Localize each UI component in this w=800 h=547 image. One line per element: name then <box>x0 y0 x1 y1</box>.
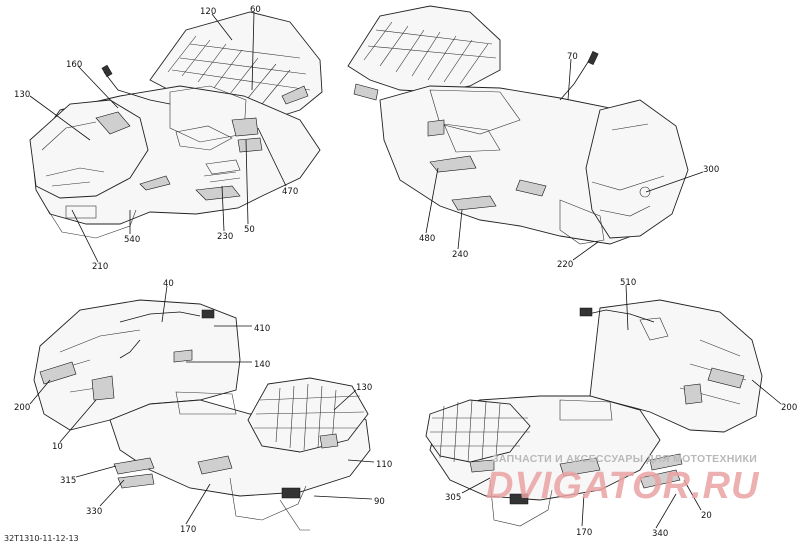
callout-40: 40 <box>163 279 174 289</box>
leader-line-10 <box>59 399 97 443</box>
callout-540: 540 <box>124 235 140 245</box>
callout-170: 170 <box>576 528 592 538</box>
leader-line-70 <box>567 58 572 101</box>
callout-170: 170 <box>180 525 196 535</box>
leader-line-170 <box>581 493 585 527</box>
callout-300: 300 <box>703 165 719 175</box>
callout-130: 130 <box>356 383 372 393</box>
callout-470: 470 <box>282 187 298 197</box>
leader-line-110 <box>347 459 375 463</box>
leader-line-130 <box>29 95 91 141</box>
leader-line-130 <box>333 389 357 411</box>
callout-50: 50 <box>244 225 255 235</box>
leader-line-120 <box>211 13 233 41</box>
leader-line-90 <box>313 495 373 500</box>
callout-20: 20 <box>701 511 712 521</box>
atv-view-right-side <box>425 299 763 527</box>
leader-line-230 <box>221 185 225 232</box>
leader-line-305 <box>461 477 491 494</box>
leader-line-160 <box>77 65 119 109</box>
callout-240: 240 <box>452 250 468 260</box>
leader-line-340 <box>655 493 677 529</box>
callout-220: 220 <box>557 260 573 270</box>
callout-10: 10 <box>52 442 63 452</box>
callout-305: 305 <box>445 493 461 503</box>
callout-60: 60 <box>250 5 261 15</box>
leader-line-170 <box>185 483 211 525</box>
leader-line-20 <box>683 479 702 511</box>
callout-200: 200 <box>781 403 797 413</box>
leader-line-200 <box>29 379 51 405</box>
callout-200: 200 <box>14 403 30 413</box>
callout-480: 480 <box>419 234 435 244</box>
callout-410: 410 <box>254 324 270 334</box>
callout-510: 510 <box>620 278 636 288</box>
callout-210: 210 <box>92 262 108 272</box>
callout-315: 315 <box>60 476 76 486</box>
atv-view-left-side <box>33 299 371 531</box>
callout-70: 70 <box>567 52 578 62</box>
leader-line-330 <box>99 479 125 507</box>
callout-160: 160 <box>66 60 82 70</box>
callout-230: 230 <box>217 232 233 242</box>
callout-90: 90 <box>374 497 385 507</box>
leader-line-300 <box>645 171 704 193</box>
leader-line-200 <box>751 379 782 405</box>
leader-line-60 <box>251 11 255 91</box>
leader-line-210 <box>71 209 99 263</box>
callout-140: 140 <box>254 360 270 370</box>
callout-labels: 120 60 160 130 470 230 50 540 210 70 300 480 240 220 4… <box>14 5 797 539</box>
callout-120: 120 <box>200 7 216 17</box>
diagram-code: 32T1310-11-12-13 <box>4 534 79 543</box>
atv-view-front-left <box>29 11 323 239</box>
leader-line-470 <box>257 127 287 187</box>
leader-line-40 <box>161 285 168 323</box>
watermark-logo: DVIGATOR.RU <box>486 465 760 507</box>
leader-line-480 <box>425 167 439 234</box>
atv-view-rear-right <box>347 5 689 245</box>
callout-110: 110 <box>376 460 392 470</box>
callout-340: 340 <box>652 529 668 539</box>
callout-130: 130 <box>14 90 30 100</box>
leader-line-220 <box>572 241 599 261</box>
leader-line-315 <box>75 465 117 478</box>
leader-line-50 <box>245 139 249 225</box>
watermark-tagline: ЗАПЧАСТИ И АКСЕССУАРЫ ДЛЯ МОТОТЕХНИКИ <box>492 453 758 465</box>
leader-line-240 <box>457 209 463 250</box>
leader-line-510 <box>625 284 629 331</box>
callout-330: 330 <box>86 507 102 517</box>
